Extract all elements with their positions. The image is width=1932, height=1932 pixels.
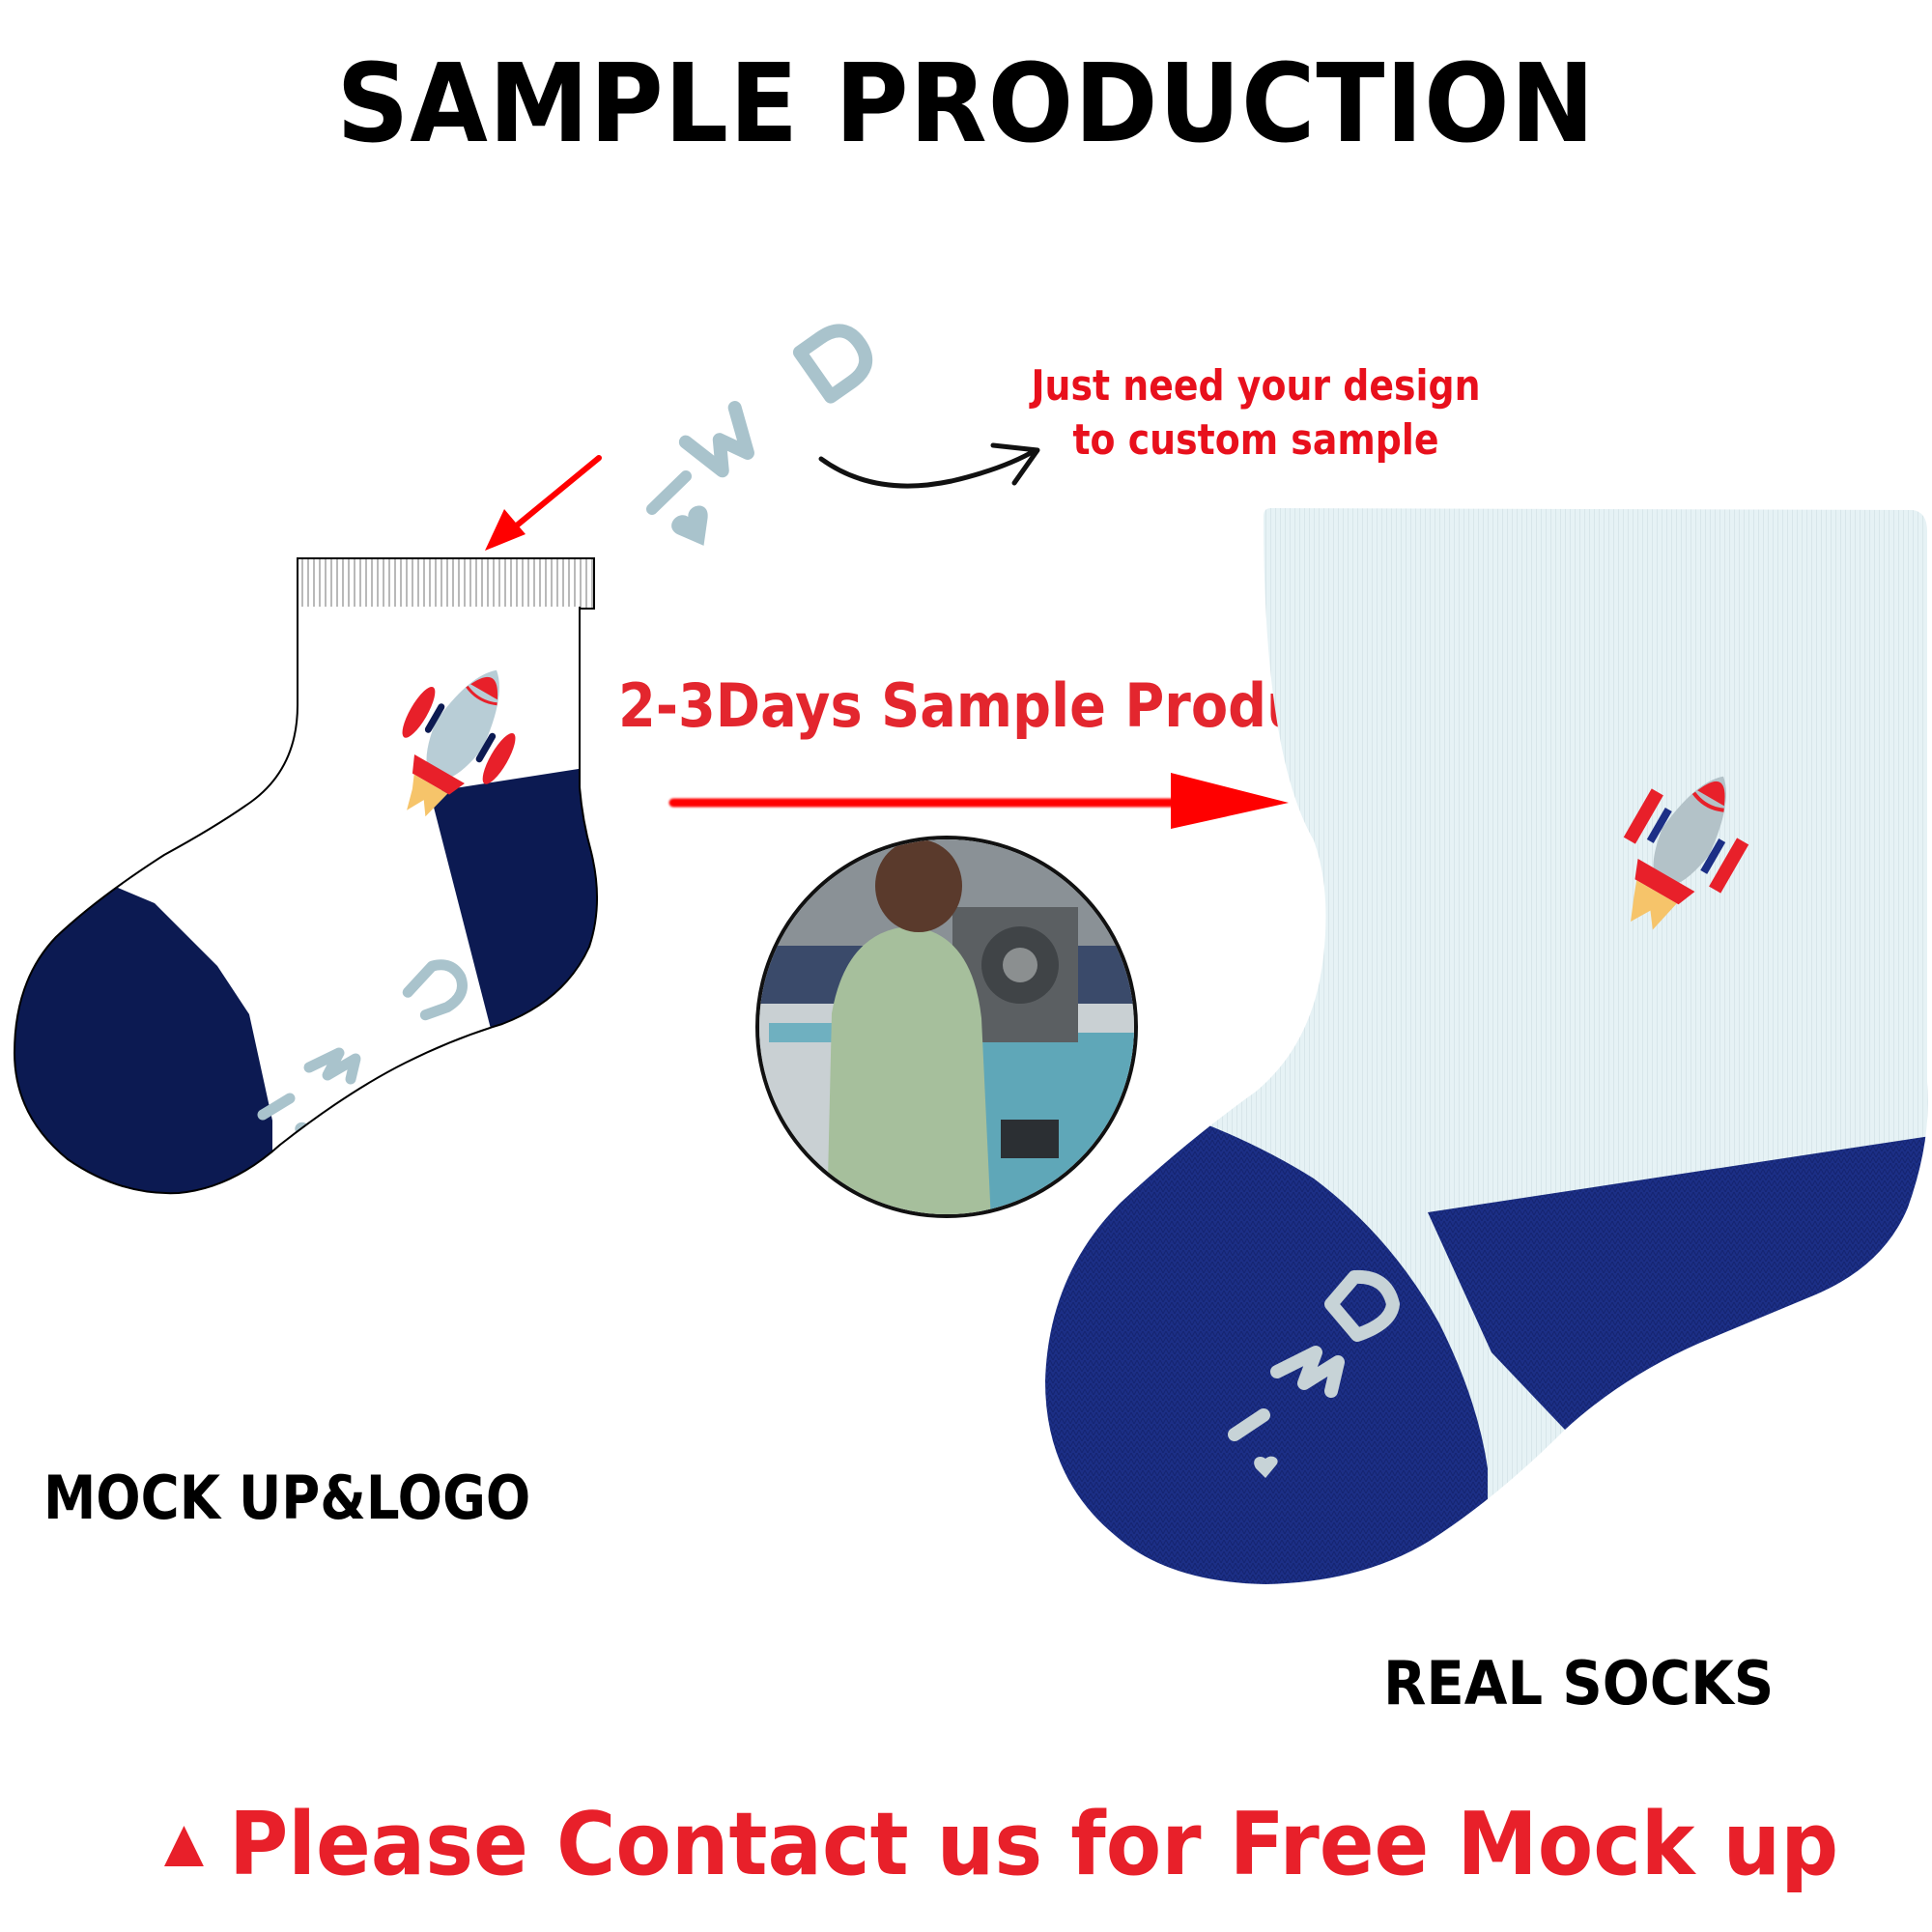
red-arrow-to-mockup-icon — [485, 455, 602, 551]
contact-cta[interactable]: Please Contact us for Free Mock up — [164, 1802, 1838, 1889]
curved-arrow-icon — [818, 442, 1040, 489]
logo-letter-w-icon — [678, 401, 754, 478]
factory-photo — [755, 836, 1138, 1218]
logo-letter-i-icon — [646, 470, 692, 515]
real-sock-photo — [1045, 508, 1928, 1584]
design-note-line1: Just need your design — [1031, 361, 1481, 411]
page-title: SAMPLE PRODUCTION — [336, 42, 1596, 167]
factory-photo-illustration — [759, 839, 1134, 1214]
mockup-rocket-icon — [402, 669, 516, 817]
mockup-label: MOCK UP&LOGO — [43, 1463, 531, 1533]
mockup-sock-illustration — [13, 557, 599, 1195]
real-sole-logo — [1228, 1269, 1400, 1441]
mockup-cuff — [297, 557, 595, 610]
mockup-sole-logo — [257, 959, 468, 1121]
design-note: Just need your design to custom sample — [1023, 359, 1489, 468]
real-socks-label: REAL SOCKS — [1383, 1648, 1775, 1719]
real-rocket-icon — [1623, 776, 1749, 930]
design-note-line2: to custom sample — [1072, 415, 1439, 465]
mockup-toe — [14, 867, 272, 1194]
real-toe — [1045, 1101, 1488, 1584]
logo-letter-d-icon — [792, 324, 873, 404]
triangle-up-icon — [164, 1826, 204, 1866]
contact-cta-text: Please Contact us for Free Mock up — [228, 1794, 1839, 1895]
